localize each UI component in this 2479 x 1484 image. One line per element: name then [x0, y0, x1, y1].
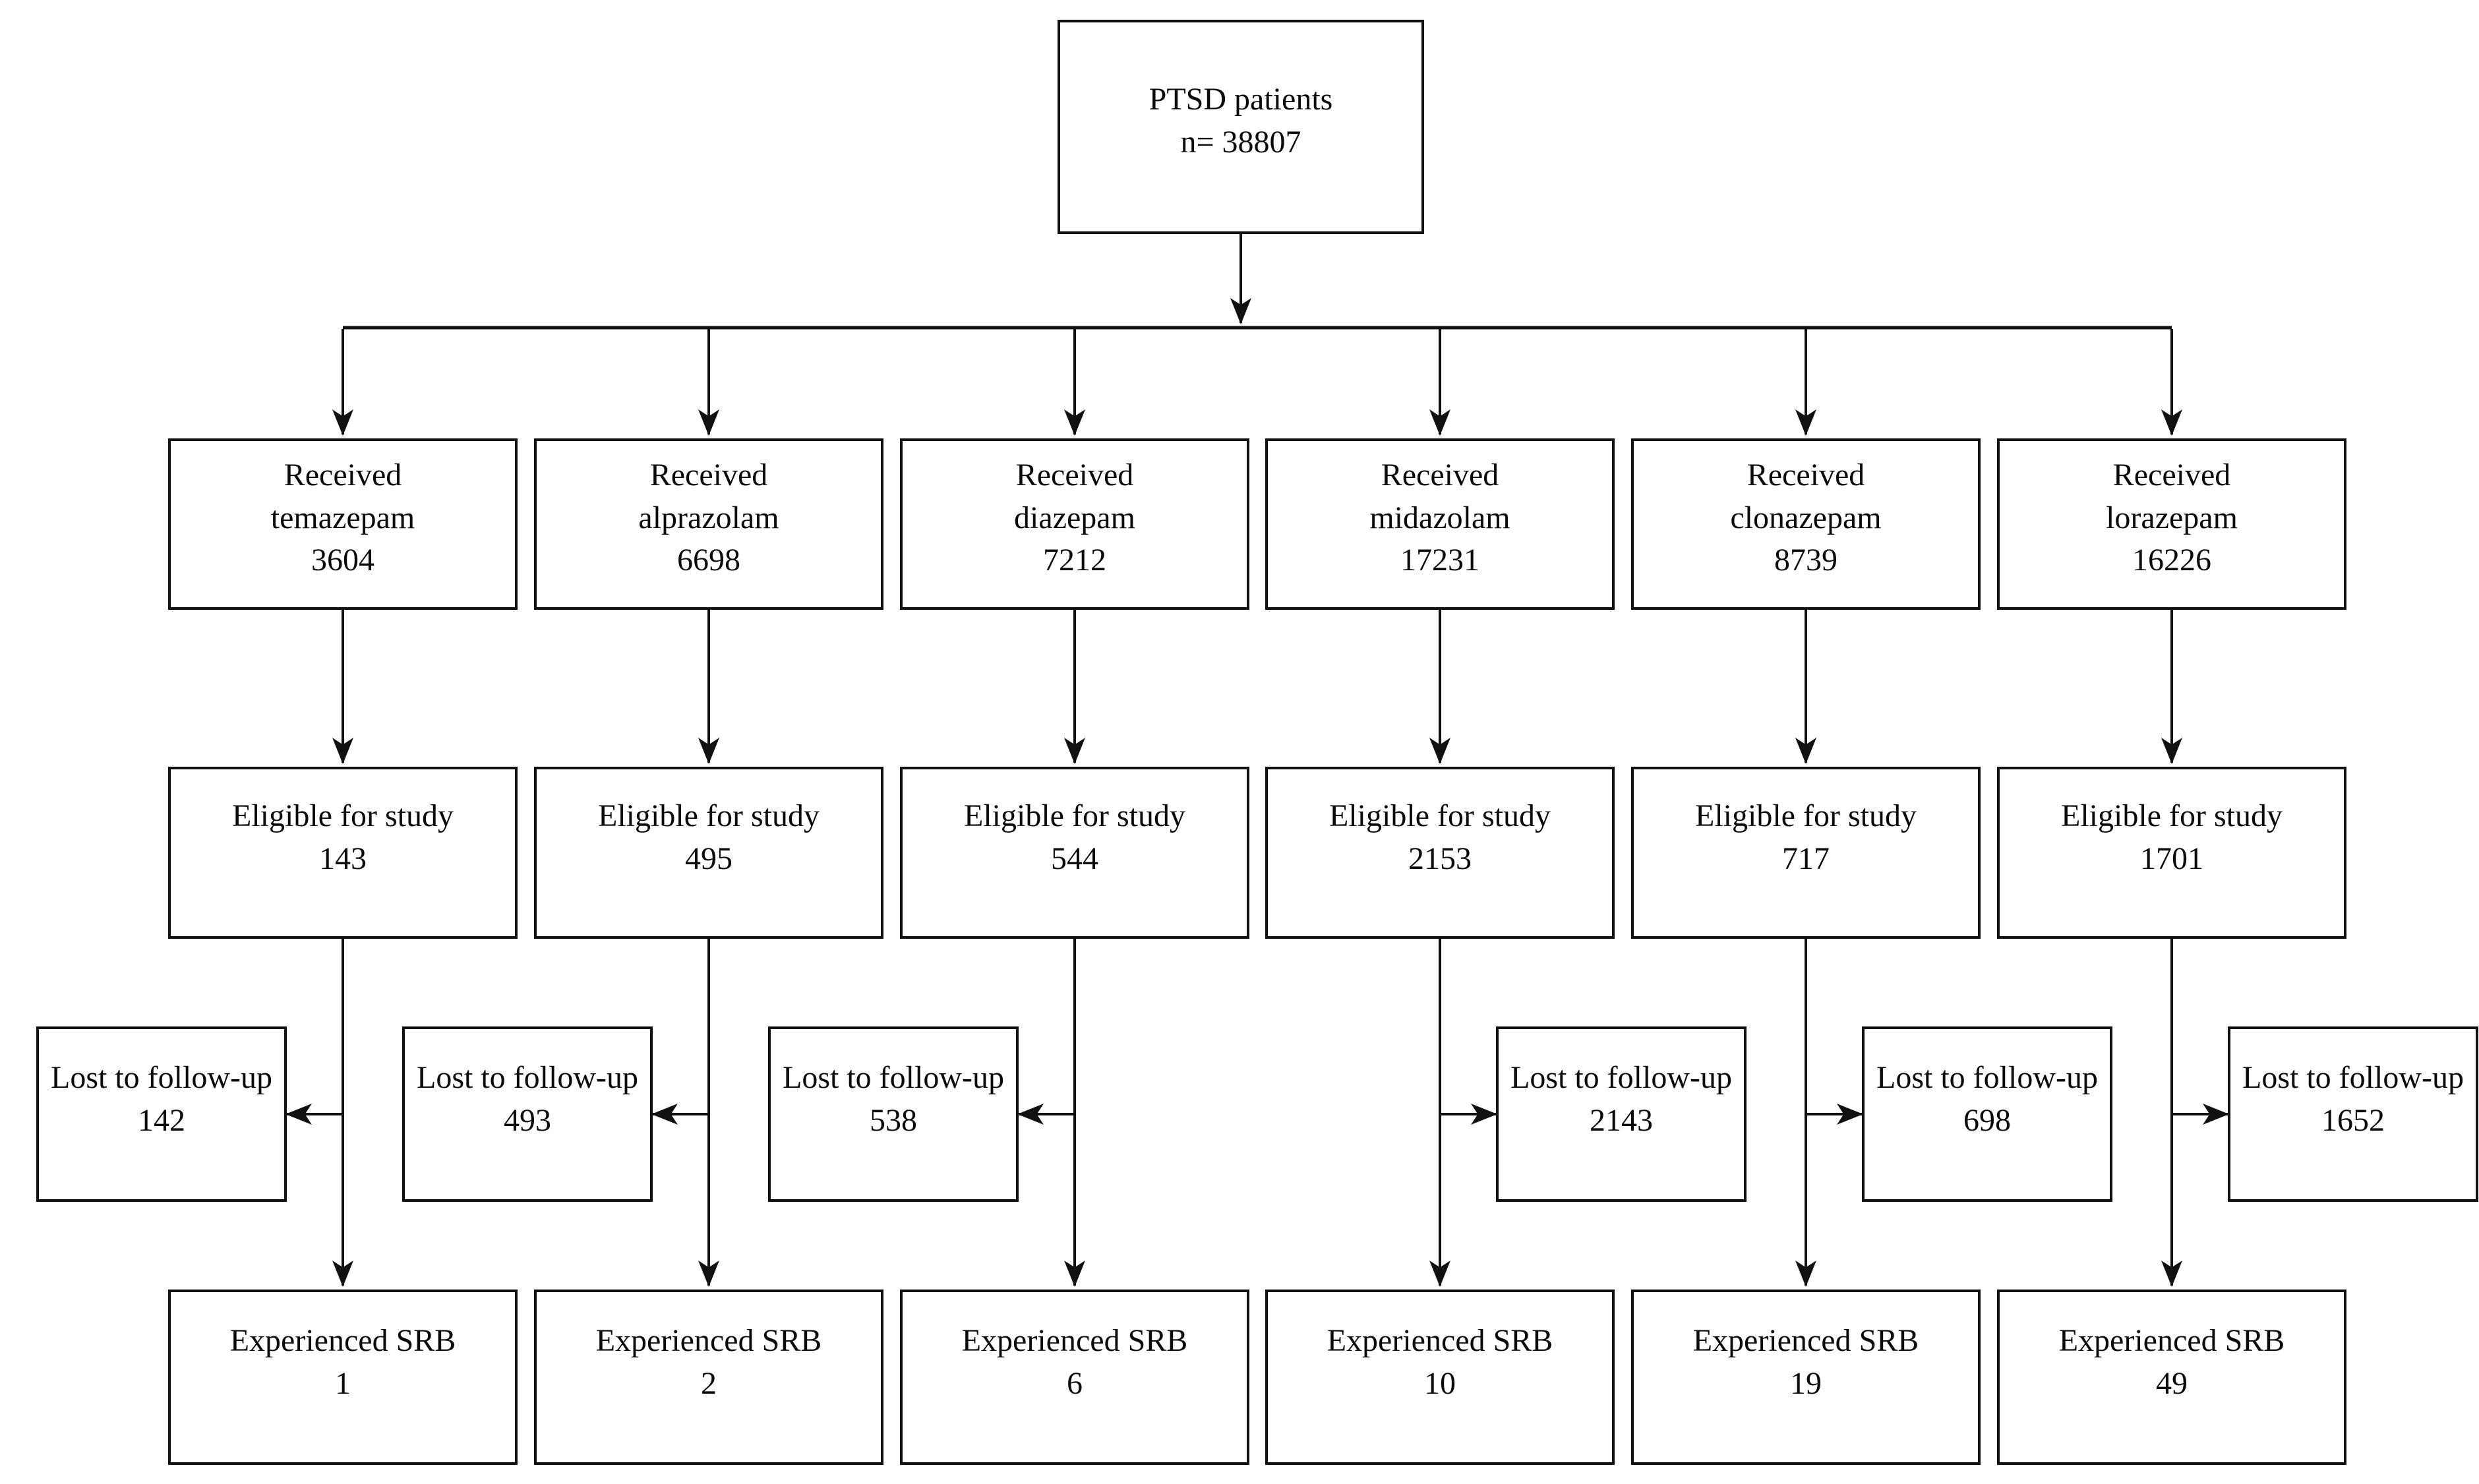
lost-label: Lost to follow-up — [783, 1059, 1004, 1095]
box-eligible-diazepam: Eligible for study 544 — [900, 767, 1249, 939]
box-lost-midazolam: Lost to follow-up 2143 — [1496, 1026, 1747, 1202]
drug-name: diazepam — [1014, 500, 1135, 535]
box-received-clonazepam: Received clonazepam 8739 — [1631, 438, 1981, 610]
eligible-label: Eligible for study — [964, 798, 1185, 834]
received-count: 6698 — [677, 543, 740, 578]
box-eligible-clonazepam: Eligible for study 717 — [1631, 767, 1981, 939]
box-lost-clonazepam: Lost to follow-up 698 — [1862, 1026, 2112, 1202]
received-label: Received — [1015, 457, 1134, 492]
drug-name: lorazepam — [2106, 500, 2238, 535]
eligible-count: 2153 — [1408, 841, 1472, 876]
eligible-count: 717 — [1782, 841, 1830, 876]
eligible-label: Eligible for study — [1329, 798, 1551, 834]
box-eligible-alprazolam: Eligible for study 495 — [534, 767, 883, 939]
box-root-ptsd-patients: PTSD patients n= 38807 — [1058, 20, 1424, 234]
received-count: 16226 — [2132, 543, 2211, 578]
lost-count: 698 — [1963, 1102, 2011, 1138]
box-lost-diazepam: Lost to follow-up 538 — [768, 1026, 1019, 1202]
eligible-label: Eligible for study — [598, 798, 820, 834]
eligible-count: 143 — [319, 841, 367, 876]
received-count: 7212 — [1043, 543, 1106, 578]
srb-label: Experienced SRB — [1692, 1322, 1919, 1358]
received-label: Received — [1381, 457, 1499, 492]
box-received-lorazepam: Received lorazepam 16226 — [1997, 438, 2346, 610]
lost-count: 538 — [870, 1102, 917, 1138]
box-srb-lorazepam: Experienced SRB 49 — [1997, 1290, 2346, 1465]
drug-name: midazolam — [1369, 500, 1510, 535]
eligible-count: 1701 — [2140, 841, 2203, 876]
received-count: 8739 — [1774, 543, 1837, 578]
srb-count: 10 — [1424, 1365, 1456, 1401]
srb-count: 2 — [701, 1365, 717, 1401]
box-received-temazepam: Received temazepam 3604 — [168, 438, 518, 610]
srb-label: Experienced SRB — [961, 1322, 1188, 1358]
lost-label: Lost to follow-up — [1876, 1059, 2098, 1095]
box-eligible-midazolam: Eligible for study 2153 — [1265, 767, 1615, 939]
eligible-label: Eligible for study — [1695, 798, 1917, 834]
drug-name: temazepam — [270, 500, 415, 535]
box-lost-temazepam: Lost to follow-up 142 — [36, 1026, 287, 1202]
srb-count: 1 — [335, 1365, 351, 1401]
srb-count: 19 — [1790, 1365, 1822, 1401]
srb-label: Experienced SRB — [229, 1322, 456, 1358]
drug-name: alprazolam — [638, 500, 779, 535]
root-label: PTSD patients — [1149, 81, 1333, 117]
eligible-count: 544 — [1051, 841, 1098, 876]
drug-name: clonazepam — [1730, 500, 1882, 535]
received-label: Received — [1747, 457, 1865, 492]
received-label: Received — [284, 457, 402, 492]
box-srb-diazepam: Experienced SRB 6 — [900, 1290, 1249, 1465]
eligible-label: Eligible for study — [232, 798, 454, 834]
srb-label: Experienced SRB — [595, 1322, 822, 1358]
received-label: Received — [649, 457, 768, 492]
box-received-diazepam: Received diazepam 7212 — [900, 438, 1249, 610]
box-srb-alprazolam: Experienced SRB 2 — [534, 1290, 883, 1465]
srb-count: 49 — [2156, 1365, 2188, 1401]
received-count: 17231 — [1400, 543, 1479, 578]
box-received-alprazolam: Received alprazolam 6698 — [534, 438, 883, 610]
lost-label: Lost to follow-up — [417, 1059, 638, 1095]
lost-count: 142 — [138, 1102, 185, 1138]
lost-label: Lost to follow-up — [1510, 1059, 1732, 1095]
srb-label: Experienced SRB — [2058, 1322, 2285, 1358]
eligible-label: Eligible for study — [2061, 798, 2283, 834]
eligible-count: 495 — [685, 841, 732, 876]
box-received-midazolam: Received midazolam 17231 — [1265, 438, 1615, 610]
box-eligible-temazepam: Eligible for study 143 — [168, 767, 518, 939]
received-count: 3604 — [311, 543, 374, 578]
box-srb-midazolam: Experienced SRB 10 — [1265, 1290, 1615, 1465]
box-eligible-lorazepam: Eligible for study 1701 — [1997, 767, 2346, 939]
box-srb-clonazepam: Experienced SRB 19 — [1631, 1290, 1981, 1465]
box-srb-temazepam: Experienced SRB 1 — [168, 1290, 518, 1465]
received-label: Received — [2112, 457, 2231, 492]
lost-label: Lost to follow-up — [51, 1059, 272, 1095]
srb-count: 6 — [1067, 1365, 1083, 1401]
lost-label: Lost to follow-up — [2242, 1059, 2464, 1095]
lost-count: 493 — [504, 1102, 551, 1138]
box-lost-alprazolam: Lost to follow-up 493 — [402, 1026, 653, 1202]
root-n: n= 38807 — [1180, 124, 1301, 160]
lost-count: 1652 — [2321, 1102, 2385, 1138]
box-lost-lorazepam: Lost to follow-up 1652 — [2228, 1026, 2478, 1202]
srb-label: Experienced SRB — [1327, 1322, 1553, 1358]
lost-count: 2143 — [1590, 1102, 1653, 1138]
